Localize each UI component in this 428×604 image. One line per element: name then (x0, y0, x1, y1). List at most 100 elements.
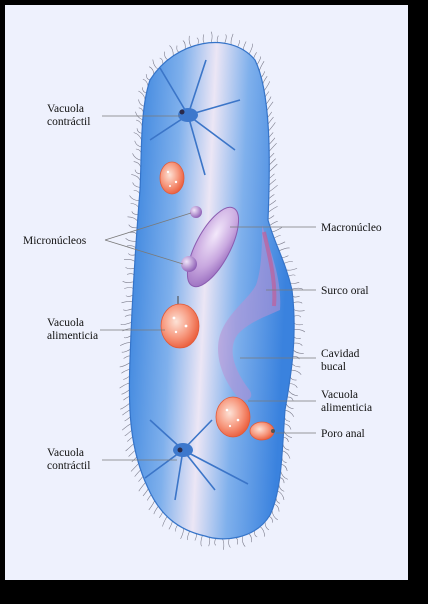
label-vacuola-contractil-bottom: Vacuola contráctil (47, 447, 90, 472)
label-vacuola-alimenticia-left: Vacuola alimenticia (47, 317, 98, 342)
cilium (277, 490, 285, 500)
contractile-vacuole-bottom (144, 419, 249, 501)
cilium (152, 59, 159, 70)
cilium (210, 31, 213, 43)
cilium (128, 253, 136, 256)
cilium (169, 45, 174, 56)
cilium (127, 216, 138, 222)
cilium (120, 403, 130, 410)
cilium (284, 409, 295, 417)
label-vacuola-contractil-top: Vacuola contráctil (47, 103, 90, 128)
cilium (224, 34, 227, 44)
cilium (119, 342, 131, 346)
oral-groove-edge (262, 231, 277, 307)
cilium (142, 87, 147, 94)
cilium (228, 538, 231, 548)
cilium (187, 531, 190, 541)
cilium (267, 111, 272, 118)
cilium (153, 506, 159, 515)
cilium (128, 224, 138, 229)
cilium (256, 56, 262, 65)
cilium (120, 322, 132, 325)
cilium (283, 436, 289, 443)
cilium (182, 40, 186, 50)
cilium (134, 469, 141, 477)
cilium (174, 524, 178, 532)
cilium (163, 51, 169, 61)
cilium (293, 301, 303, 304)
food-vacuole-small-top (159, 161, 185, 195)
cilium (283, 261, 293, 264)
cilium (147, 494, 152, 501)
cilium (138, 99, 145, 107)
cilium (288, 390, 298, 397)
label-vacuola-alimenticia-right: Vacuola alimenticia (321, 389, 372, 414)
cilium (123, 335, 132, 339)
cilium (134, 169, 141, 175)
cilia (119, 31, 306, 550)
cilium (269, 221, 278, 226)
cilium (293, 315, 302, 318)
cilium (274, 503, 280, 512)
cilium (278, 247, 290, 252)
cilium (134, 140, 142, 148)
cilium (268, 179, 277, 186)
oral-groove (218, 225, 281, 401)
cilium (294, 329, 306, 333)
food-vacuole-right (215, 396, 251, 438)
cilium (269, 516, 273, 523)
cilium (268, 194, 275, 199)
cilium (121, 349, 131, 353)
cilium (281, 463, 288, 471)
cilium (132, 153, 142, 161)
cilium (286, 268, 298, 271)
cilium (279, 477, 285, 484)
cilium (136, 128, 142, 134)
cilium (145, 74, 151, 81)
cilium (125, 295, 134, 297)
cilium (214, 538, 217, 546)
cilium (237, 40, 240, 48)
cilium (261, 71, 265, 78)
food-vacuole-left (160, 296, 200, 349)
label-poro-anal: Poro anal (321, 428, 365, 440)
cilium (291, 287, 303, 290)
cilium (291, 369, 302, 375)
cilium (123, 376, 130, 380)
cilium (269, 163, 278, 172)
cilium (284, 423, 292, 430)
macronucleus (186, 206, 240, 288)
cilium (132, 182, 141, 188)
cilium (264, 521, 270, 531)
cilium (162, 516, 168, 527)
cilium (125, 266, 135, 270)
cilium (289, 383, 298, 388)
cilium (292, 356, 300, 360)
cilium (293, 349, 304, 354)
cilium (129, 195, 140, 202)
cilium (287, 396, 294, 401)
cilium (265, 96, 272, 105)
cilium (241, 535, 246, 547)
cilium (135, 111, 143, 121)
cilium (188, 35, 192, 47)
cilium (121, 389, 130, 395)
cilium (121, 301, 133, 304)
cilium (269, 152, 275, 159)
cilium (273, 235, 281, 239)
cilium (288, 274, 296, 277)
anal-pore-vacuole (249, 421, 275, 441)
cilium (119, 362, 131, 368)
cilium (123, 259, 136, 262)
micronucleus-bottom (181, 256, 197, 272)
cilium (124, 416, 131, 422)
cilium (293, 309, 305, 312)
cilium (196, 37, 199, 45)
cilium (268, 206, 278, 213)
label-macronucleo: Macronúcleo (321, 222, 382, 234)
cilium (293, 342, 303, 346)
label-surco-oral: Surco oral (321, 285, 369, 297)
label-cavidad-bucal: Cavidad bucal (321, 348, 362, 373)
cilium (123, 308, 133, 311)
leader-lines (100, 115, 316, 461)
